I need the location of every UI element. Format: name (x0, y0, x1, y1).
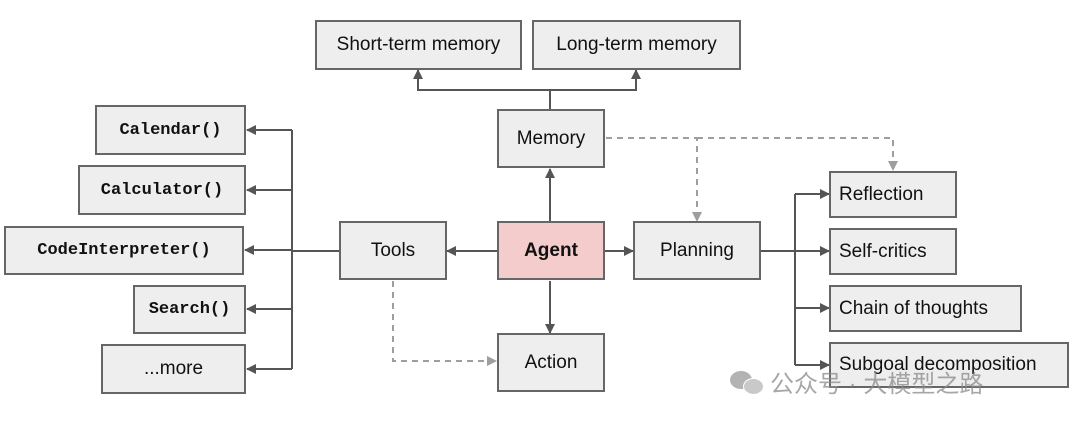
long-term-memory-node: Long-term memory (532, 20, 741, 70)
arrow-memory-to-short-term (413, 69, 551, 109)
dashed-memory-to-reflection (697, 137, 898, 171)
short-term-memory-node: Short-term memory (315, 20, 522, 70)
action-node: Action (497, 333, 605, 392)
wechat-icon (730, 369, 764, 395)
search-tool-node: Search() (133, 285, 246, 334)
planning-node: Planning (633, 221, 761, 280)
calculator-tool-node: Calculator() (78, 165, 246, 215)
watermark-text: 公众号 · 大模型之路 (770, 371, 984, 398)
self-critics-node: Self-critics (829, 228, 957, 275)
dashed-memory-to-planning (606, 137, 702, 222)
memory-node: Memory (497, 109, 605, 168)
agent-node: Agent (497, 221, 605, 280)
subgoal-decomposition-node: Subgoal decomposition (829, 342, 1069, 388)
dashed-tools-to-action (392, 281, 497, 366)
code-interpreter-tool-node: CodeInterpreter() (4, 226, 244, 275)
calendar-tool-node: Calendar() (95, 105, 246, 155)
more-tools-node: ...more (101, 344, 246, 394)
reflection-node: Reflection (829, 171, 957, 218)
watermark: 公众号 · 大模型之路 (730, 364, 983, 399)
chain-of-thoughts-node: Chain of thoughts (829, 285, 1022, 332)
arrow-memory-to-long-term (550, 69, 641, 91)
tools-node: Tools (339, 221, 447, 280)
